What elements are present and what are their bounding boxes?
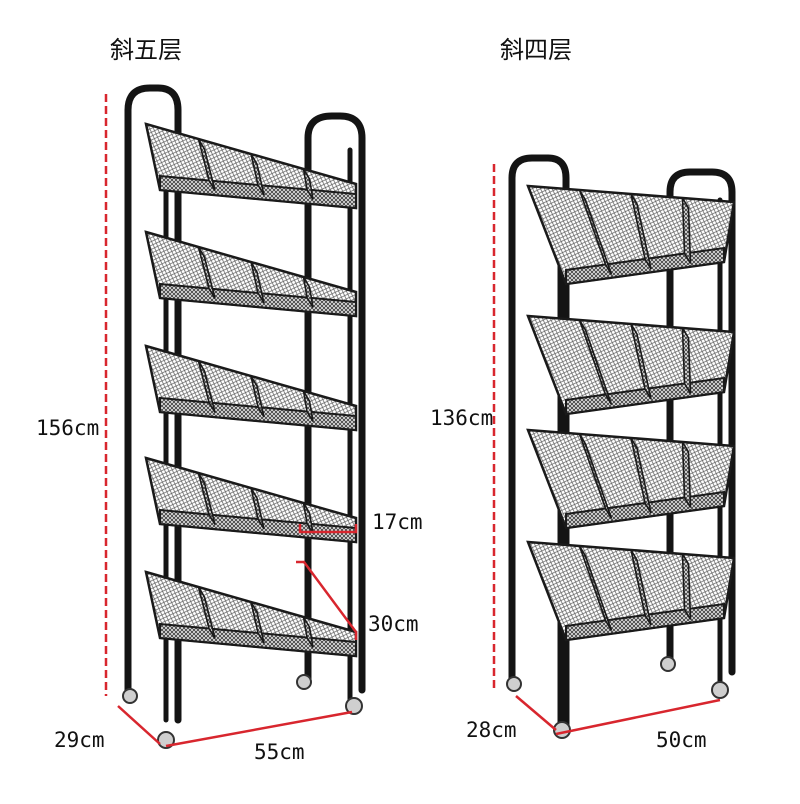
shelf-height-label: 17cm xyxy=(372,510,423,534)
left-basket-3 xyxy=(144,344,358,432)
right-depth-label: 28cm xyxy=(466,718,517,742)
right-shelf-tiers xyxy=(526,184,736,642)
right-depth-line xyxy=(515,695,557,731)
left-product-title: 斜五层 xyxy=(110,36,182,64)
left-casters xyxy=(122,674,363,749)
dimension-lines xyxy=(104,94,721,748)
left-shelf-tiers xyxy=(144,122,358,658)
shelf-depth-bracket xyxy=(296,560,358,640)
right-basket-4 xyxy=(526,540,736,642)
left-width-line xyxy=(165,710,353,748)
shelf-height-bracket xyxy=(298,524,358,534)
shelf-depth-label: 30cm xyxy=(368,612,419,636)
left-depth-line xyxy=(117,705,161,745)
left-basket-2 xyxy=(144,230,358,318)
right-height-label: 136cm xyxy=(430,406,494,430)
left-width-label: 55cm xyxy=(254,740,305,764)
right-product-title: 斜四层 xyxy=(500,36,572,64)
left-basket-1 xyxy=(144,122,358,210)
left-height-label: 156cm xyxy=(36,416,100,440)
right-basket-3 xyxy=(526,428,736,530)
left-basket-4 xyxy=(144,456,358,544)
right-width-line xyxy=(555,698,721,736)
right-casters xyxy=(506,656,729,739)
right-basket-2 xyxy=(526,314,736,416)
right-basket-1 xyxy=(526,184,736,286)
left-basket-5 xyxy=(144,570,358,658)
right-width-label: 50cm xyxy=(656,728,707,752)
left-depth-label: 29cm xyxy=(54,728,105,752)
